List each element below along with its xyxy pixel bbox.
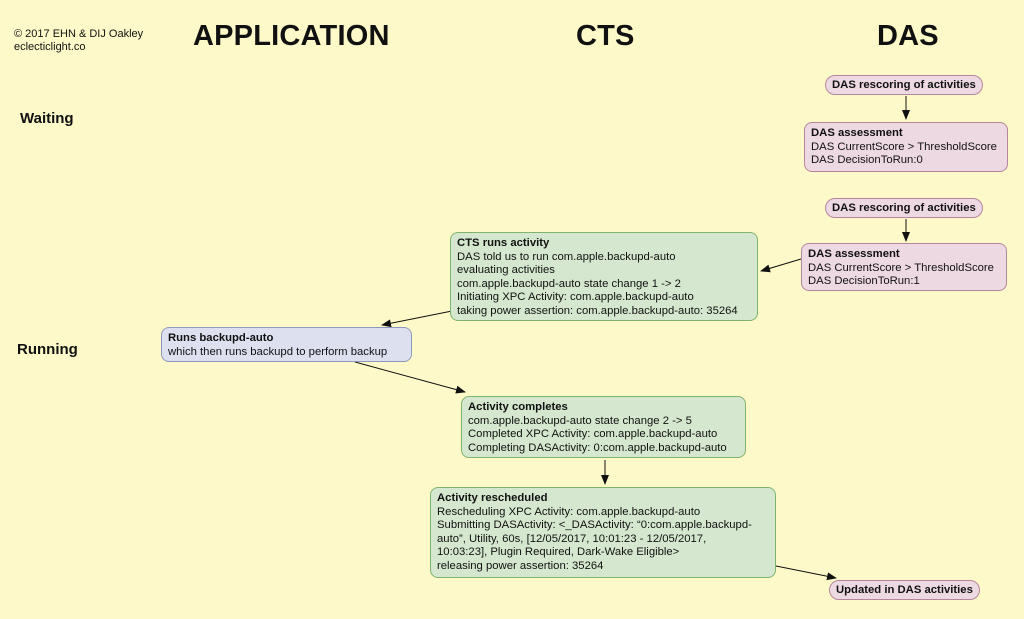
node-title: Activity completes [468,401,568,413]
das-rescoring-node-1: DAS rescoring of activities [825,75,983,95]
arrow-rescheduled-to-updated [775,565,837,581]
node-line: Completed XPC Activity: com.apple.backup… [468,428,718,441]
row-label-waiting: Waiting [20,110,74,127]
arrow-assessment2-to-cts [760,258,802,273]
arrow-cts-to-runs [381,310,453,328]
node-title: CTS runs activity [457,237,550,249]
node-line: DAS told us to run com.apple.backupd-aut… [457,250,676,263]
site-name: eclecticlight.co [14,41,86,53]
node-line: com.apple.backupd-auto state change 1 ->… [457,277,681,290]
updated-das-activities-node: Updated in DAS activities [829,580,980,600]
copyright-line: © 2017 EHN & DIJ Oakley [14,28,144,40]
node-line: Rescheduling XPC Activity: com.apple.bac… [437,505,701,518]
node-line: taking power assertion: com.apple.backup… [457,304,738,317]
arrow-runs-to-completes [354,361,466,394]
activity-completes-node: Activity completes com.apple.backupd-aut… [461,396,746,458]
cts-runs-activity-node: CTS runs activity DAS told us to run com… [450,232,758,321]
node-line: 10:03:23], Plugin Required, Dark-Wake El… [437,546,680,559]
node-line: Submitting DASActivity: <_DASActivity: “… [437,519,752,532]
runs-backupd-auto-node: Runs backupd-auto which then runs backup… [161,327,412,362]
row-label-running: Running [17,341,78,358]
column-header-cts: CTS [576,20,635,52]
node-line: releasing power assertion: 35264 [437,559,604,572]
das-assessment-node-1: DAS assessment DAS CurrentScore > Thresh… [804,122,1008,172]
column-header-application: APPLICATION [193,20,390,52]
node-title: Runs backupd-auto [168,332,274,344]
node-line: auto”, Utility, 60s, [12/05/2017, 10:01:… [437,532,707,545]
activity-rescheduled-node: Activity rescheduled Rescheduling XPC Ac… [430,487,776,578]
das-assessment-node-2: DAS assessment DAS CurrentScore > Thresh… [801,243,1007,291]
node-line: which then runs backupd to perform backu… [168,345,388,358]
node-line: DAS DecisionToRun:0 [811,154,923,167]
node-line: DAS CurrentScore > ThresholdScore [808,261,994,274]
node-line: Initiating XPC Activity: com.apple.backu… [457,291,694,304]
node-line: evaluating activities [457,264,555,277]
node-line: DAS CurrentScore > ThresholdScore [811,140,997,153]
node-title: DAS assessment [808,248,900,260]
node-title: Activity rescheduled [437,492,548,504]
node-line: com.apple.backupd-auto state change 2 ->… [468,414,692,427]
column-header-das: DAS [877,20,939,52]
node-line: DAS DecisionToRun:1 [808,275,920,288]
das-rescoring-node-2: DAS rescoring of activities [825,198,983,218]
copyright-notice: © 2017 EHN & DIJ Oakley eclecticlight.co [14,28,143,54]
node-title: DAS assessment [811,127,903,139]
node-line: Completing DASActivity: 0:com.apple.back… [468,441,727,454]
